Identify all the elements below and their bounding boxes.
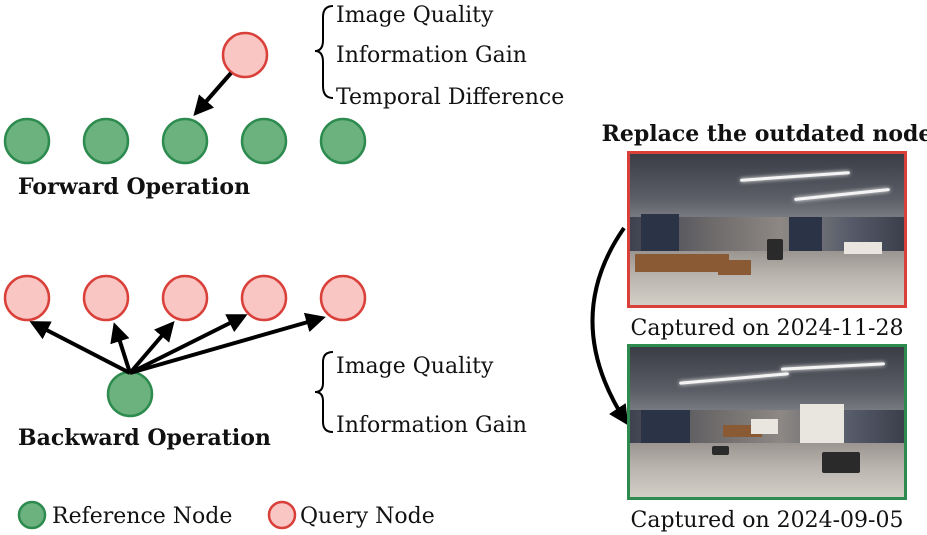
robot xyxy=(821,452,861,473)
legend-reference-swatch xyxy=(17,500,47,530)
ceiling xyxy=(630,154,904,218)
forward-reference-node xyxy=(319,117,367,165)
replace-title: Replace the outdated node xyxy=(602,121,927,147)
backward-criterion: Information Gain xyxy=(336,413,527,438)
backward-criteria-brace xyxy=(314,351,334,433)
backward-operation-label: Backward Operation xyxy=(18,425,271,451)
backward-arrow xyxy=(110,322,132,374)
backward-arrow xyxy=(29,321,131,375)
forward-reference-node xyxy=(82,117,130,165)
legend-query-label: Query Node xyxy=(300,504,435,529)
backward-query-node xyxy=(240,274,288,322)
equipment xyxy=(712,446,729,455)
forward-operation-label: Forward Operation xyxy=(18,174,250,200)
backward-query-node xyxy=(82,274,130,322)
backward-query-node xyxy=(319,274,367,322)
shelf xyxy=(640,410,691,446)
floor xyxy=(630,443,904,497)
lab-scene xyxy=(630,347,904,497)
backward-arrow xyxy=(129,314,248,375)
workbench xyxy=(635,253,729,272)
lab-scene xyxy=(630,154,904,305)
top-image-caption: Captured on 2024-11-28 xyxy=(631,316,904,341)
backward-reference-node xyxy=(106,370,154,418)
forward-criterion: Image Quality xyxy=(336,3,494,28)
backward-arrow xyxy=(129,312,326,375)
legend-reference-label: Reference Node xyxy=(52,504,232,529)
equipment xyxy=(767,238,784,260)
backward-query-node xyxy=(161,274,209,322)
bottom-image-caption: Captured on 2024-09-05 xyxy=(631,508,904,533)
forward-reference-node xyxy=(3,117,51,165)
forward-reference-node xyxy=(161,117,209,165)
lab-photo-recent xyxy=(627,151,907,308)
ceiling xyxy=(630,347,904,410)
forward-arrow xyxy=(193,71,233,117)
forward-criteria-brace xyxy=(314,5,334,99)
workbench xyxy=(717,259,751,275)
legend-query-swatch xyxy=(267,500,297,530)
whiteboard xyxy=(799,404,844,443)
replace-curved-arrow xyxy=(590,226,629,426)
forward-criterion: Information Gain xyxy=(336,43,527,68)
equipment xyxy=(843,241,883,254)
equipment xyxy=(750,419,778,434)
lab-photo-outdated xyxy=(627,344,907,500)
backward-criterion: Image Quality xyxy=(336,354,494,379)
shelf xyxy=(788,217,822,257)
forward-criterion: Temporal Difference xyxy=(336,85,564,110)
forward-reference-node xyxy=(240,117,288,165)
forward-query-node xyxy=(221,31,269,79)
backward-query-node xyxy=(3,274,51,322)
backward-arrow xyxy=(128,320,175,375)
